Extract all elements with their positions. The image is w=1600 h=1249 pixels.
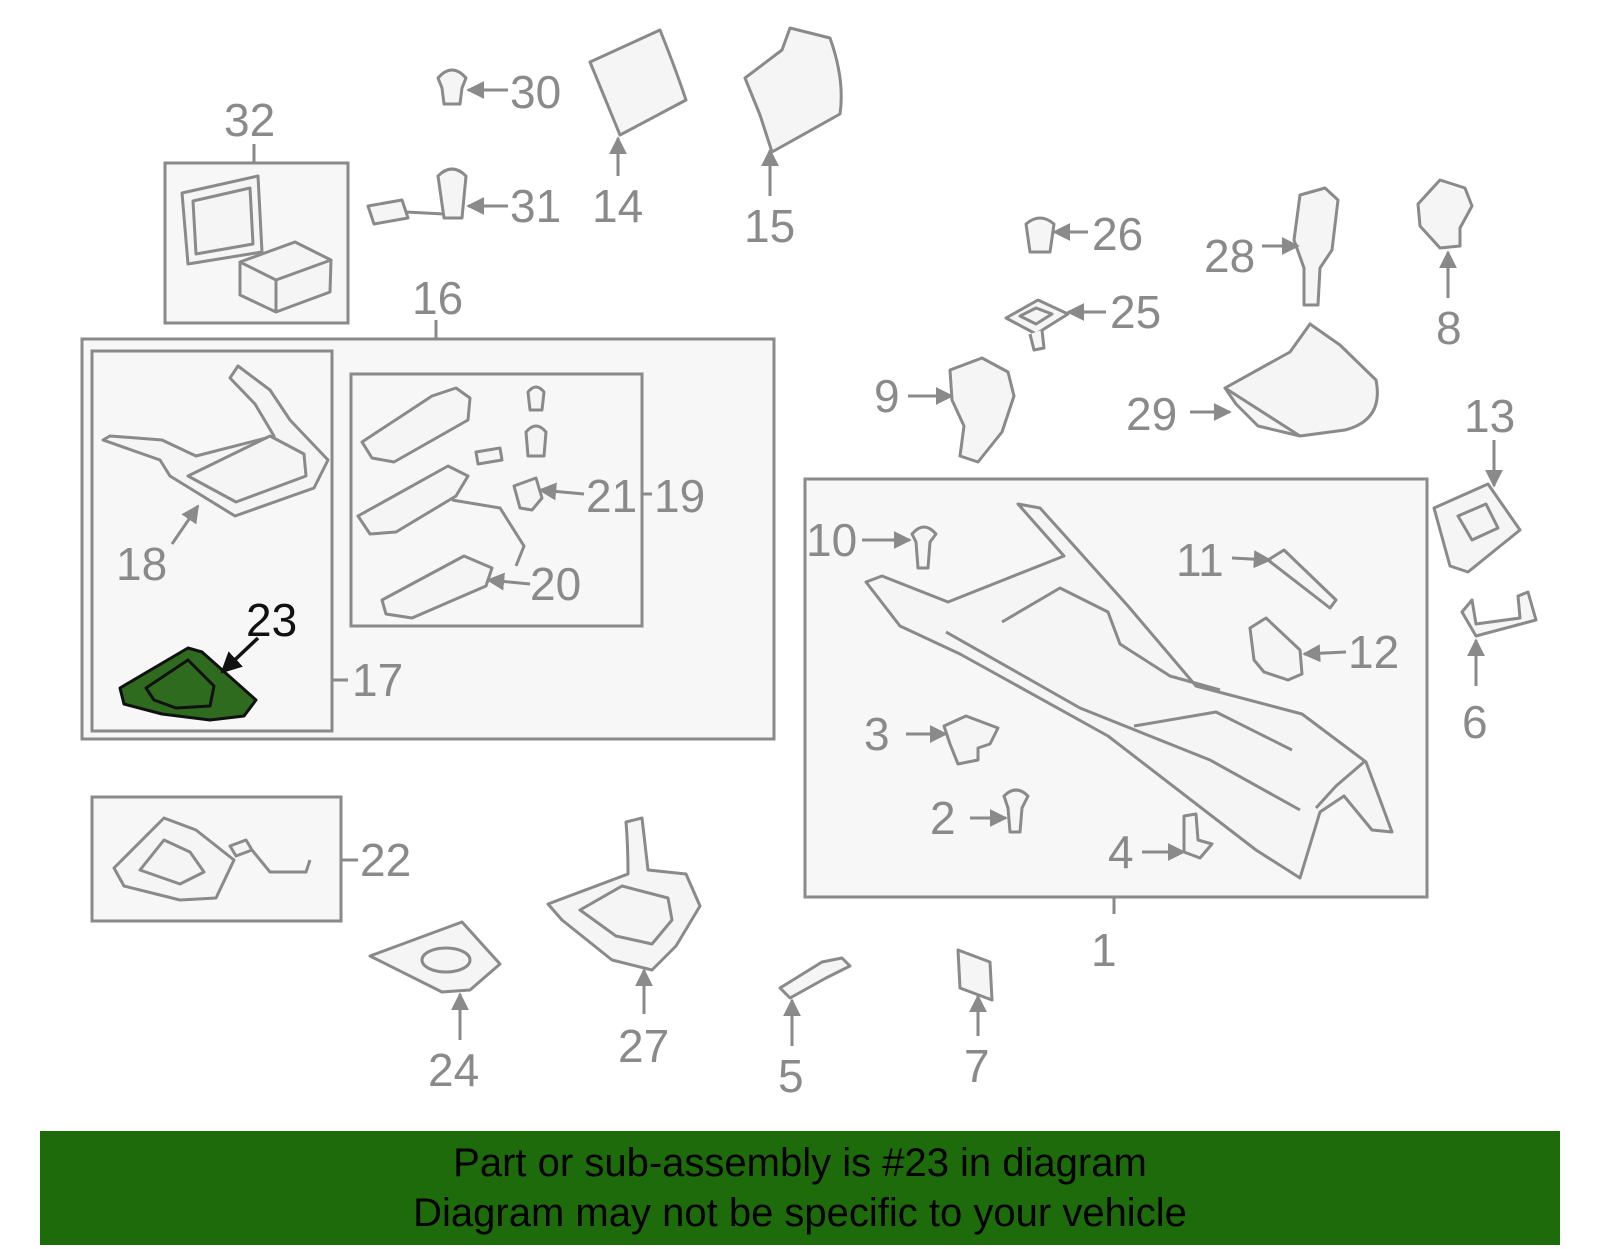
- part-15-trim: [743, 26, 843, 154]
- part-29-seam: [1224, 386, 1301, 438]
- callout-12: 12: [1348, 626, 1399, 678]
- part-30-clip: [436, 68, 468, 106]
- group-box-17: [90, 349, 334, 733]
- callout-22: 22: [360, 834, 411, 886]
- leader-lines: [170, 81, 1503, 1046]
- part-3-grommet: [942, 714, 1000, 766]
- callout-28: 28: [1204, 230, 1255, 282]
- part-13-bezel: [1432, 482, 1522, 574]
- callout-20: 20: [530, 558, 581, 610]
- part-18-trim: [101, 364, 330, 518]
- callout-26: 26: [1092, 208, 1143, 260]
- callout-27: 27: [618, 1020, 669, 1072]
- callout-3: 3: [864, 708, 890, 760]
- callout-4: 4: [1108, 826, 1134, 878]
- part-2-screw: [1002, 788, 1030, 834]
- part-8-switch: [1416, 178, 1474, 250]
- part-32-shapes: [180, 174, 333, 314]
- callout-9: 9: [874, 370, 900, 422]
- callout-17: 17: [352, 654, 403, 706]
- part-26-clip: [1024, 216, 1056, 254]
- callout-2: 2: [930, 792, 956, 844]
- callout-25: 25: [1110, 286, 1161, 338]
- callout-32: 32: [224, 94, 275, 146]
- callout-30: 30: [510, 66, 561, 118]
- callout-1: 1: [1091, 924, 1117, 976]
- callout-23: 23: [246, 594, 297, 646]
- part-29-boot: [1223, 322, 1379, 438]
- callout-5: 5: [778, 1050, 804, 1102]
- part-31-plug: [366, 167, 468, 226]
- callout-24: 24: [428, 1044, 479, 1096]
- callout-31: 31: [510, 180, 561, 232]
- info-banner: Part or sub-assembly is #23 in diagram D…: [40, 1131, 1560, 1245]
- part-19-components: [356, 385, 548, 620]
- callout-16: 16: [412, 272, 463, 324]
- part-14-panel: [588, 28, 688, 137]
- part-10-screw: [910, 525, 938, 570]
- callout-29: 29: [1126, 388, 1177, 440]
- banner-line-part: Part or sub-assembly is #23 in diagram: [453, 1141, 1147, 1185]
- part-27-shift-boot: [546, 816, 702, 972]
- callout-18: 18: [116, 538, 167, 590]
- part-25-bracket: [1004, 298, 1070, 352]
- callout-6: 6: [1462, 696, 1488, 748]
- banner-line-disclaimer: Diagram may not be specific to your vehi…: [413, 1191, 1187, 1235]
- part-7-pad: [956, 948, 994, 1002]
- callout-11: 11: [1176, 534, 1224, 586]
- callout-labels: 1 2 3 4 5 6 7 8 9 10 11 12 13 14 15 16 1…: [116, 66, 1515, 1102]
- part-12-clip: [1248, 616, 1304, 682]
- callout-7: 7: [964, 1040, 990, 1092]
- part-1-console: [864, 502, 1394, 880]
- part-23-highlighted: [118, 646, 258, 722]
- part-28-knob: [1292, 186, 1340, 307]
- part-6-bracket: [1460, 590, 1538, 638]
- part-5-bracket: [778, 956, 852, 1000]
- part-24-panel: [368, 920, 502, 994]
- callout-10: 10: [806, 514, 857, 566]
- callout-14: 14: [592, 180, 643, 232]
- part-22-components: [112, 816, 312, 902]
- callout-19: 19: [654, 470, 705, 522]
- callout-13: 13: [1464, 390, 1515, 442]
- callout-15: 15: [744, 200, 795, 252]
- part-9-cover: [948, 356, 1016, 464]
- part-11-strip: [1266, 548, 1338, 610]
- callout-8: 8: [1436, 302, 1462, 354]
- callout-21: 21: [586, 470, 637, 522]
